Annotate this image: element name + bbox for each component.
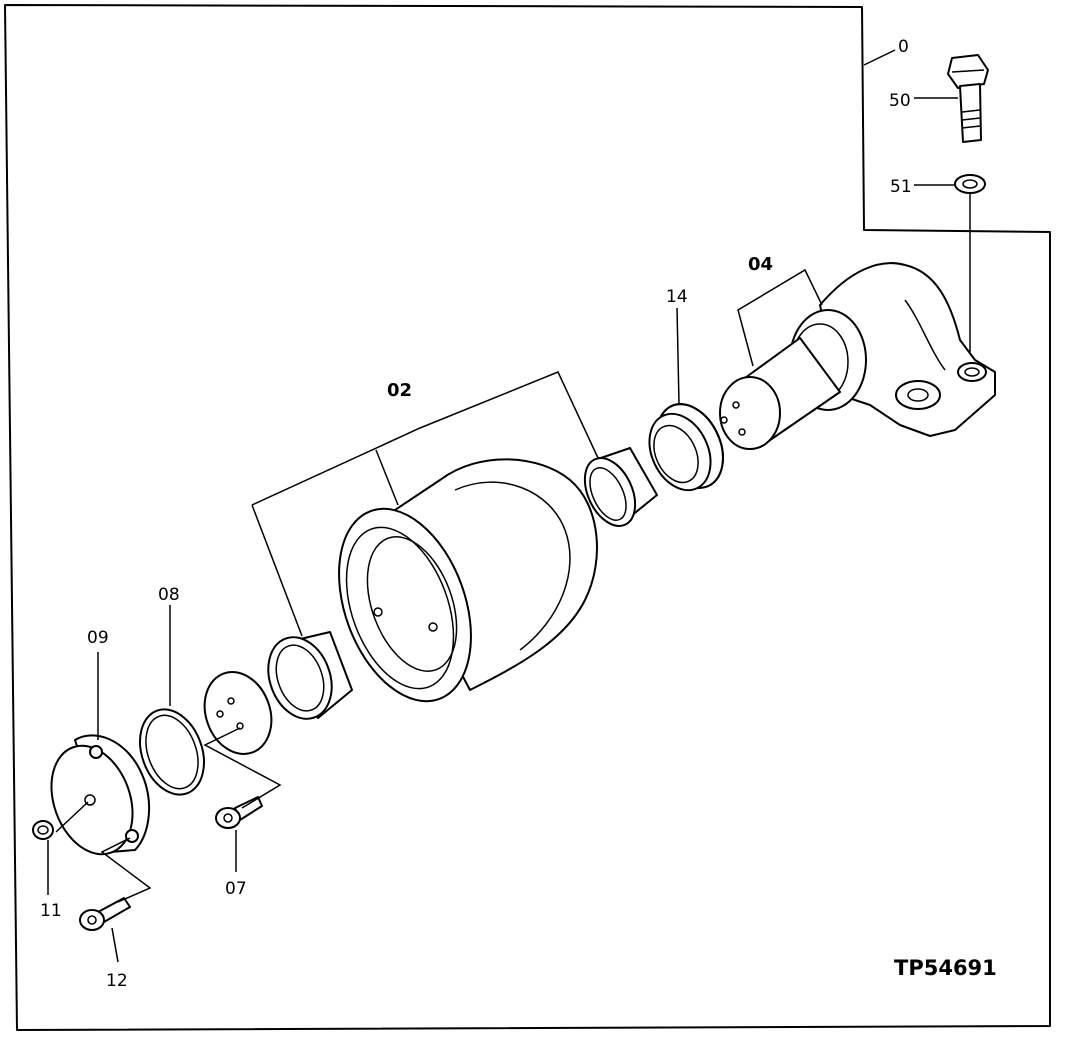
part-07-screw bbox=[215, 796, 263, 829]
part-04-bracket-shaft bbox=[719, 262, 996, 450]
part-bushing-upper bbox=[583, 447, 658, 527]
callout-04: 04 bbox=[748, 254, 773, 275]
part-11-plug bbox=[32, 820, 54, 840]
part-51-washer bbox=[954, 174, 986, 194]
part-02-roller bbox=[338, 458, 598, 703]
part-50-bolt bbox=[947, 54, 989, 143]
callout-11: 11 bbox=[40, 901, 62, 921]
callout-51: 51 bbox=[890, 177, 912, 197]
leader-lines bbox=[47, 49, 958, 963]
part-bushing-lower bbox=[267, 631, 353, 720]
part-12-screw bbox=[79, 897, 131, 931]
assembly-boundary bbox=[4, 4, 1051, 1031]
callout-09: 09 bbox=[87, 628, 109, 648]
callout-08: 08 bbox=[158, 585, 180, 605]
callout-02: 02 bbox=[387, 380, 412, 401]
callout-50: 50 bbox=[889, 91, 911, 111]
part-14-seal bbox=[648, 403, 724, 492]
part-disc bbox=[203, 671, 273, 755]
part-09-end-cap bbox=[50, 734, 151, 856]
callout-07: 07 bbox=[225, 879, 247, 899]
callout-12: 12 bbox=[106, 971, 128, 991]
callout-0: 0 bbox=[898, 37, 909, 57]
part-08-o-ring bbox=[139, 708, 205, 796]
figure-code: TP54691 bbox=[894, 956, 997, 980]
callout-14: 14 bbox=[666, 287, 688, 307]
